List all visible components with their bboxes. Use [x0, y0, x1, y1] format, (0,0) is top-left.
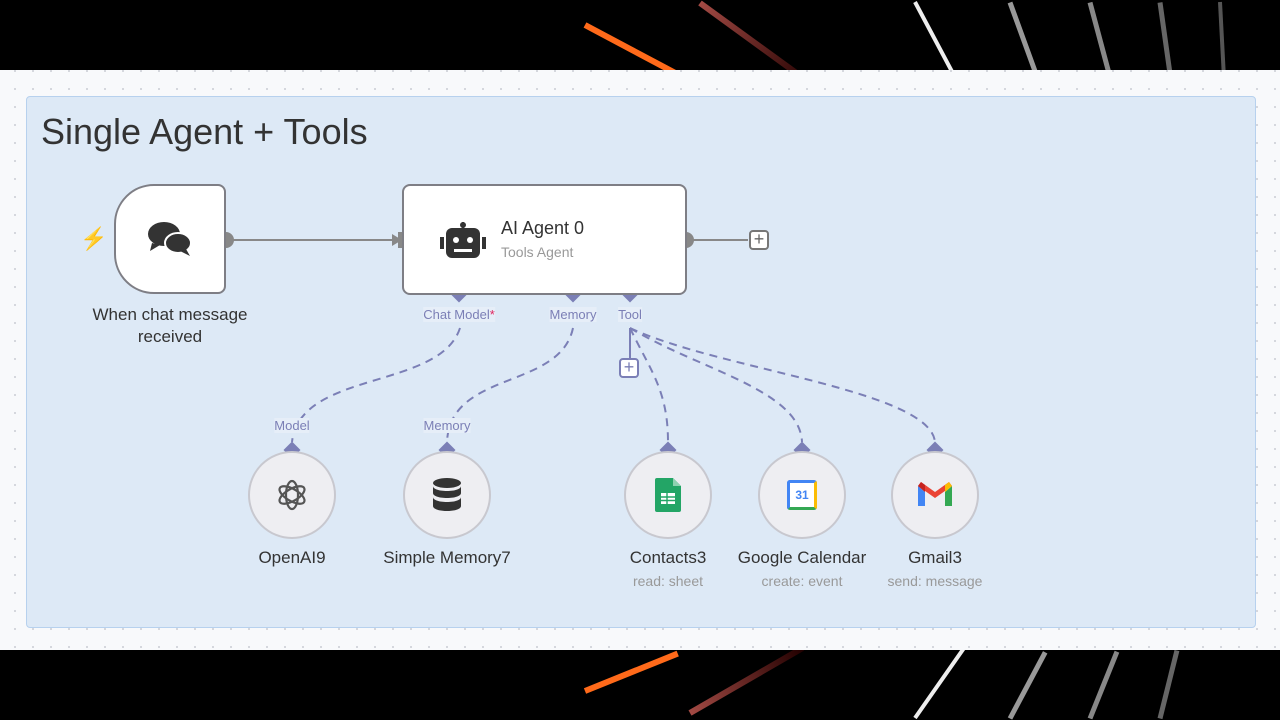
group-title: Single Agent + Tools — [41, 111, 368, 152]
bottom-decor-band — [0, 650, 1280, 720]
openai-icon — [278, 479, 306, 511]
contacts-sub: read: sheet — [632, 573, 704, 589]
top-decor-band — [0, 0, 1280, 70]
gmail-icon — [918, 482, 952, 506]
simple-memory-label: Simple Memory7 — [383, 548, 511, 567]
chat-bubbles-icon — [148, 222, 192, 256]
contacts-node[interactable] — [624, 451, 712, 539]
google-calendar-icon: 31 — [787, 480, 817, 510]
port-memory-input: Memory — [423, 418, 471, 433]
gmail-sub: send: message — [887, 573, 983, 589]
database-icon — [433, 478, 461, 511]
google-calendar-sub: create: event — [761, 573, 843, 589]
ai-agent-node[interactable]: AI Agent 0 Tools Agent — [402, 184, 687, 295]
workflow-canvas[interactable]: Single Agent + Tools ⚡ When chat message… — [0, 70, 1280, 650]
robot-icon — [440, 222, 486, 258]
port-model: Model — [274, 418, 310, 433]
contacts-label: Contacts3 — [629, 548, 707, 567]
openai-label: OpenAI9 — [258, 548, 326, 567]
gmail-node[interactable] — [891, 451, 979, 539]
add-next-node-button[interactable]: + — [749, 230, 769, 250]
trigger-bolt-icon: ⚡ — [80, 226, 108, 251]
gmail-label: Gmail3 — [908, 548, 962, 567]
add-tool-button[interactable]: + — [619, 358, 639, 378]
simple-memory-node[interactable] — [403, 451, 491, 539]
trigger-node[interactable] — [114, 184, 226, 294]
port-chat-model[interactable]: Chat Model* — [423, 307, 495, 322]
agent-subtitle: Tools Agent — [501, 244, 574, 260]
agent-title: AI Agent 0 — [501, 218, 585, 238]
port-tool[interactable]: Tool — [618, 307, 642, 322]
google-sheets-icon — [655, 478, 681, 512]
openai-node[interactable] — [248, 451, 336, 539]
google-calendar-node[interactable]: 31 — [758, 451, 846, 539]
google-calendar-label: Google Calendar — [737, 548, 867, 567]
port-memory[interactable]: Memory — [549, 307, 597, 322]
